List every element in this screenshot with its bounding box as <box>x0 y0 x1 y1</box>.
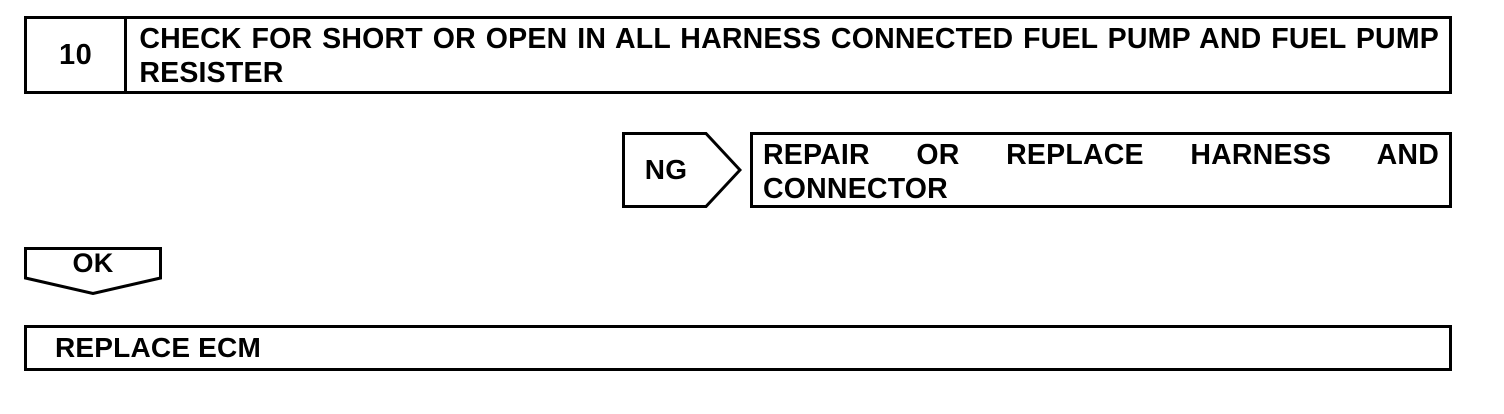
step-title-cell: CHECK FOR SHORT OR OPEN IN ALL HARNESS C… <box>127 19 1449 91</box>
step-number-cell: 10 <box>27 19 128 91</box>
branch-label-ng: NG <box>644 154 688 185</box>
action-box-replace-ecm: REPLACE ECM <box>24 325 1452 371</box>
branch-label-ok: OK <box>72 247 114 278</box>
step-number: 10 <box>59 38 93 71</box>
step-header-box: 10 CHECK FOR SHORT OR OPEN IN ALL HARNES… <box>24 16 1452 94</box>
branch-tag-ng: NG <box>622 132 742 208</box>
action-box-repair: REPAIR OR REPLACE HARNESS AND CONNECTOR <box>750 132 1452 208</box>
pentagon-down-icon <box>24 247 162 295</box>
action-text-repair: REPAIR OR REPLACE HARNESS AND CONNECTOR <box>763 139 1439 205</box>
branch-tag-ok: OK <box>24 247 162 295</box>
pentagon-right-icon <box>622 132 742 208</box>
step-title-text: CHECK FOR SHORT OR OPEN IN ALL HARNESS C… <box>139 23 1439 89</box>
action-text-replace-ecm: REPLACE ECM <box>55 332 261 363</box>
